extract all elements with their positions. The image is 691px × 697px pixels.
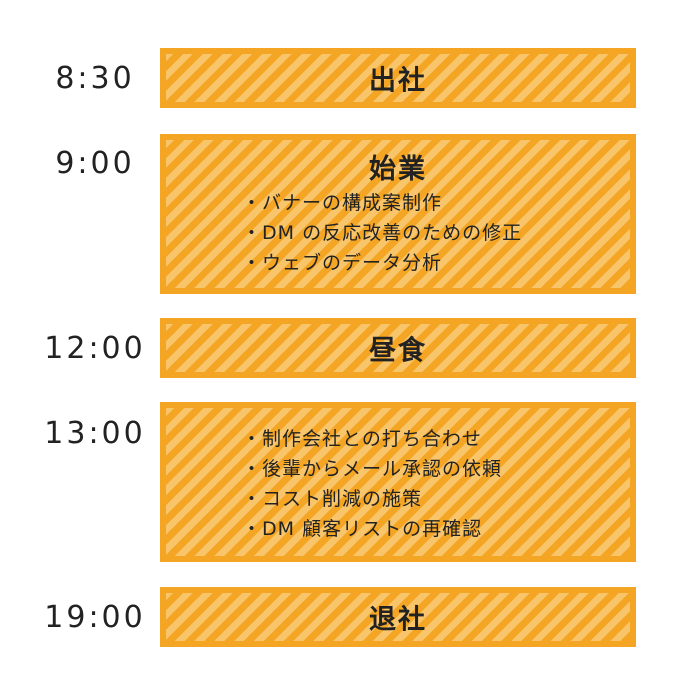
- task-item: コスト削減の施策: [242, 484, 630, 514]
- task-item: DM 顧客リストの再確認: [242, 514, 630, 544]
- block-title: 昼食: [369, 335, 427, 367]
- time-label: 8:30: [55, 61, 135, 96]
- task-list: 制作会社との打ち合わせ 後輩からメール承認の依頼 コスト削減の施策 DM 顧客リ…: [166, 424, 630, 544]
- schedule-row-1200: 12:00 昼食: [0, 318, 691, 378]
- time-label: 9:00: [55, 146, 135, 181]
- schedule-block: 昼食: [160, 318, 636, 378]
- task-item: バナーの構成案制作: [242, 188, 630, 218]
- schedule-row-0830: 8:30 出社: [0, 48, 691, 108]
- time-label: 19:00: [44, 600, 146, 635]
- schedule-block: 制作会社との打ち合わせ 後輩からメール承認の依頼 コスト削減の施策 DM 顧客リ…: [160, 402, 636, 562]
- time-label: 12:00: [44, 331, 146, 366]
- task-list: バナーの構成案制作 DM の反応改善のための修正 ウェブのデータ分析: [166, 188, 630, 278]
- block-title: 退社: [369, 604, 427, 636]
- schedule-block: 出社: [160, 48, 636, 108]
- block-title: 出社: [369, 65, 427, 97]
- task-item: ウェブのデータ分析: [242, 248, 630, 278]
- task-item: 制作会社との打ち合わせ: [242, 424, 630, 454]
- schedule-row-0900: 9:00 始業 バナーの構成案制作 DM の反応改善のための修正 ウェブのデータ…: [0, 134, 691, 294]
- block-title: 始業: [369, 154, 427, 185]
- task-item: 後輩からメール承認の依頼: [242, 454, 630, 484]
- time-label: 13:00: [44, 416, 146, 451]
- task-item: DM の反応改善のための修正: [242, 218, 630, 248]
- schedule-block: 始業 バナーの構成案制作 DM の反応改善のための修正 ウェブのデータ分析: [160, 134, 636, 294]
- schedule-row-1900: 19:00 退社: [0, 587, 691, 647]
- schedule-row-1300: 13:00 制作会社との打ち合わせ 後輩からメール承認の依頼 コスト削減の施策 …: [0, 402, 691, 562]
- schedule-block: 退社: [160, 587, 636, 647]
